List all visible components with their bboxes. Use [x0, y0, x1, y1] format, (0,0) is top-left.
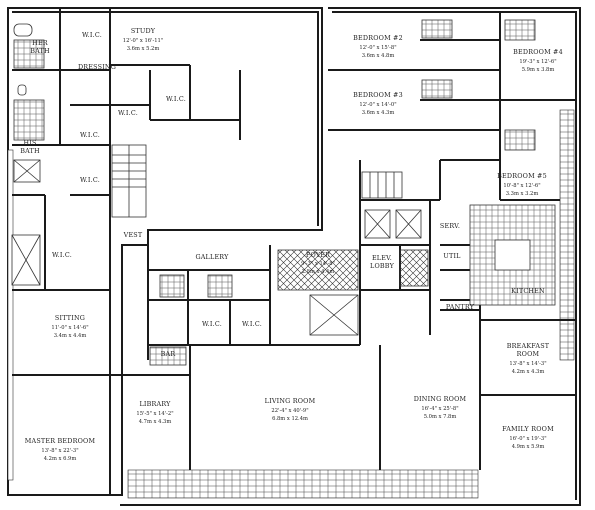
label-bedroom4-metric: 5.9m x 3.8m: [522, 67, 555, 73]
label-sitting-dim: 11'-0" x 14'-6": [51, 325, 88, 331]
label-vest: VEST: [123, 231, 143, 239]
label-living-room-metric: 6.8m x 12.4m: [272, 416, 308, 422]
interior-walls: [12, 8, 576, 495]
label-his-bath: HIS: [23, 139, 36, 147]
label-breakfast-room-metric: 4.2m x 4.3m: [512, 369, 545, 375]
label-master-bedroom-dim: 13'-8" x 22'-3": [41, 448, 78, 454]
label-bedroom2: BEDROOM #2: [353, 34, 403, 42]
label-sitting-metric: 3.4m x 4.4m: [54, 333, 87, 339]
label-master-bedroom: MASTER BEDROOM: [25, 437, 96, 445]
label-study: STUDY: [131, 27, 156, 35]
label-family-room: FAMILY ROOM: [502, 425, 554, 433]
label-wic-study: W.I.C.: [166, 95, 186, 103]
label-bedroom5: BEDROOM #5: [497, 172, 547, 180]
label-her-bath-2: BATH: [30, 47, 50, 55]
label-his-bath-2: BATH: [20, 147, 40, 155]
label-wic-mid: W.I.C.: [118, 109, 138, 117]
label-wic-left2: W.I.C.: [80, 176, 100, 184]
label-living-room-dim: 22'-4" x 40'-9": [271, 408, 308, 414]
label-gallery: GALLERY: [195, 253, 229, 261]
label-bedroom4: BEDROOM #4: [513, 48, 563, 56]
outer-walls: [7, 7, 581, 506]
label-bar: BAR: [161, 350, 176, 358]
label-bedroom4-dim: 19'-3" x 12'-6": [519, 59, 556, 65]
label-elev-lobby: ELEV.: [372, 254, 392, 262]
room-labels: HER BATH HIS BATH W.I.C. DRESSING STUDY …: [20, 27, 563, 462]
label-library-metric: 4.7m x 4.3m: [139, 419, 172, 425]
label-bedroom2-dim: 12'-0" x 15'-8": [359, 45, 396, 51]
label-pantry: PANTRY: [446, 303, 475, 311]
label-dining-room-metric: 5.0m x 7.8m: [424, 414, 457, 420]
label-util: UTIL: [443, 252, 461, 260]
label-kitchen: KITCHEN: [511, 287, 545, 295]
label-wic-master: W.I.C.: [52, 251, 72, 259]
label-breakfast-room: BREAKFAST: [507, 342, 550, 350]
label-wic-top: W.I.C.: [82, 31, 102, 39]
label-breakfast-room-2: ROOM: [517, 350, 540, 358]
label-foyer: FOYER: [306, 251, 330, 259]
label-family-room-metric: 4.9m x 5.9m: [512, 444, 545, 450]
label-bedroom5-dim: 10'-8" x 12'-6": [503, 183, 540, 189]
label-library-dim: 15'-5" x 14'-2": [136, 411, 173, 417]
label-dressing: DRESSING: [78, 63, 116, 71]
label-elev-lobby-2: LOBBY: [370, 262, 395, 270]
label-her-bath: HER: [32, 39, 48, 47]
label-study-metric: 3.6m x 5.2m: [127, 46, 160, 52]
label-sitting: SITTING: [55, 314, 85, 322]
label-wic-left1: W.I.C.: [80, 131, 100, 139]
fixtures: [11, 19, 556, 366]
label-study-dim: 12'-0" x 16'-11": [123, 38, 163, 44]
label-wic-gallery2: W.I.C.: [242, 320, 262, 328]
label-dining-room-dim: 16'-4" x 25'-8": [421, 406, 458, 412]
label-bedroom2-metric: 3.6m x 4.8m: [362, 53, 395, 59]
label-master-bedroom-metric: 4.2m x 6.9m: [44, 456, 77, 462]
label-library: LIBRARY: [139, 400, 171, 408]
label-bedroom3-metric: 3.6m x 4.3m: [362, 110, 395, 116]
label-bedroom5-metric: 3.3m x 3.2m: [506, 191, 539, 197]
label-bedroom3-dim: 12'-0" x 14'-0": [359, 102, 396, 108]
label-dining-room: DINING ROOM: [414, 395, 467, 403]
label-family-room-dim: 16'-0" x 19'-3": [509, 436, 546, 442]
label-wic-gallery1: W.I.C.: [202, 320, 222, 328]
label-foyer-metric: 2.8m x 4.4m: [302, 269, 335, 275]
label-bedroom3: BEDROOM #3: [353, 91, 403, 99]
label-living-room: LIVING ROOM: [265, 397, 316, 405]
label-foyer-dim: 9'-3" x 14'-8": [301, 261, 335, 267]
label-breakfast-room-dim: 13'-8" x 14'-3": [509, 361, 546, 367]
label-serv: SERV.: [440, 222, 460, 230]
